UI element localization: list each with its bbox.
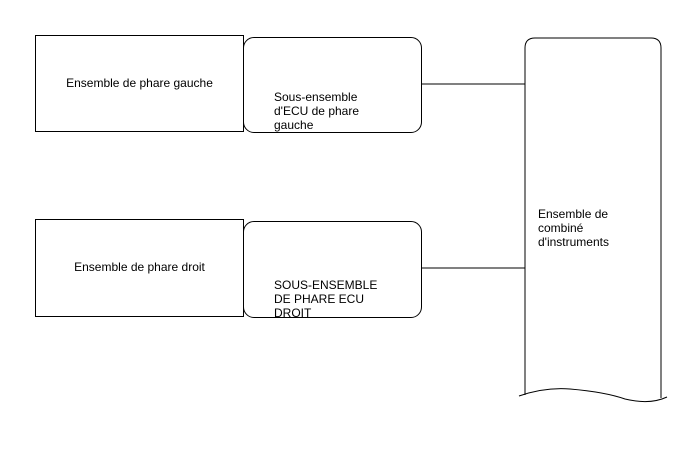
- left-headlamp-ecu-label: Sous-ensemble d'ECU de phare gauche: [274, 90, 360, 132]
- combination-meter-label: Ensemble de combiné d'instruments: [538, 207, 609, 249]
- right-headlamp-assembly-label: Ensemble de phare droit: [74, 260, 205, 274]
- left-headlamp-ecu-box: Sous-ensemble d'ECU de phare gauche: [243, 37, 422, 133]
- left-headlamp-assembly-box: Ensemble de phare gauche: [35, 35, 244, 132]
- left-headlamp-assembly-label: Ensemble de phare gauche: [66, 75, 213, 90]
- right-headlamp-ecu-label: SOUS-ENSEMBLE DE PHARE ECU DROIT: [274, 278, 378, 318]
- combination-meter-break-edge: [518, 388, 668, 403]
- right-headlamp-assembly-box: Ensemble de phare droit: [35, 219, 244, 317]
- combination-meter-box: [524, 37, 662, 398]
- right-headlamp-ecu-box: SOUS-ENSEMBLE DE PHARE ECU DROIT: [243, 221, 422, 318]
